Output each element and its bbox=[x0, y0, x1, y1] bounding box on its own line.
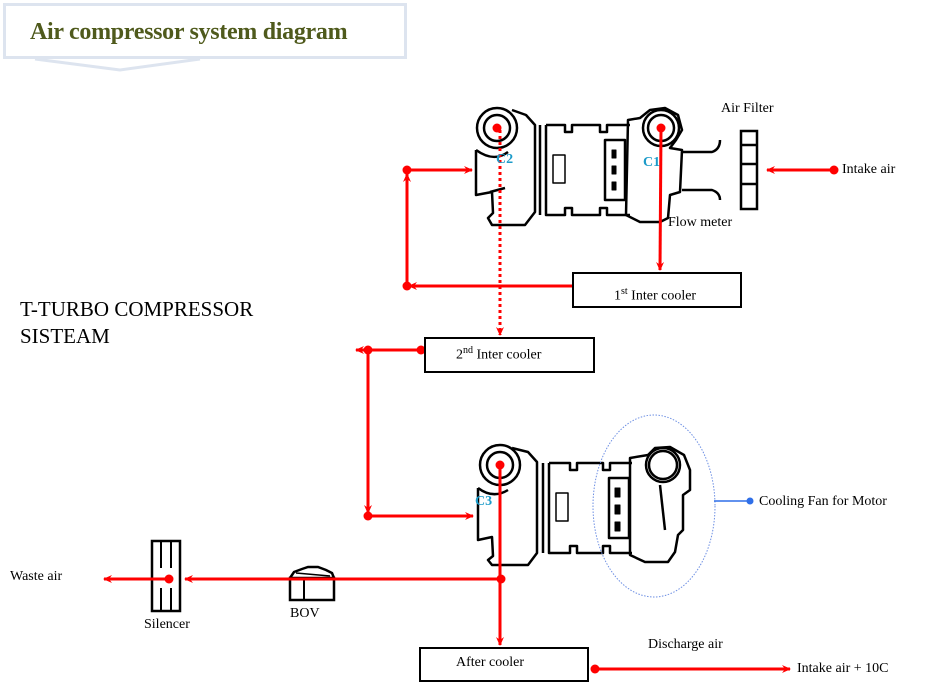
junction-dot bbox=[496, 574, 506, 584]
flow-lines bbox=[103, 127, 834, 673]
junction-dot bbox=[363, 345, 373, 355]
flow-meter-label: Flow meter bbox=[668, 215, 733, 230]
junction-dot bbox=[829, 165, 839, 175]
junction-dot bbox=[656, 123, 666, 133]
motor-body-lower bbox=[541, 461, 632, 555]
compressor-c1-label: C1 bbox=[643, 155, 661, 170]
compressor-c3-label: C3 bbox=[475, 494, 493, 509]
junction-dot bbox=[590, 664, 600, 674]
junction-dot bbox=[164, 574, 174, 584]
compressor-c3-housing bbox=[476, 443, 539, 567]
junction-dot bbox=[363, 511, 373, 521]
discharge-target-label: Intake air + 10C bbox=[797, 661, 889, 676]
compressor-unit-upper bbox=[474, 106, 722, 227]
motor-body-upper bbox=[538, 123, 630, 217]
junction-dot bbox=[416, 345, 426, 355]
discharge-air-label: Discharge air bbox=[648, 637, 723, 652]
compressor-c2-label: C2 bbox=[496, 152, 514, 167]
air-filter-icon bbox=[739, 129, 759, 211]
page-title: Air compressor system diagram bbox=[30, 19, 348, 45]
junction-dot bbox=[495, 460, 505, 470]
cooling-fan-label: Cooling Fan for Motor bbox=[759, 494, 887, 509]
second-inter-cooler-label: 2nd Inter cooler bbox=[456, 345, 542, 363]
bov-icon bbox=[288, 565, 336, 602]
system-label: T-TURBO COMPRESSOR SISTEAM bbox=[20, 296, 253, 350]
cooling-fan-motor-housing bbox=[628, 445, 692, 564]
silencer-label: Silencer bbox=[144, 617, 190, 632]
bov-label: BOV bbox=[290, 606, 320, 621]
second-inter-cooler-box: 2nd Inter cooler bbox=[424, 337, 595, 373]
intake-air-label: Intake air bbox=[842, 162, 896, 177]
first-inter-cooler-label: 1st Inter cooler bbox=[614, 286, 697, 304]
title-callout-pointer bbox=[34, 57, 201, 72]
waste-air-label: Waste air bbox=[10, 569, 63, 584]
junction-dot bbox=[402, 165, 412, 175]
compressor-c1-housing bbox=[624, 106, 722, 224]
junction-dot bbox=[402, 281, 412, 291]
compressor-c2-housing bbox=[474, 106, 537, 227]
first-inter-cooler-box: 1st Inter cooler bbox=[572, 272, 742, 308]
title-callout: Air compressor system diagram bbox=[3, 3, 407, 59]
cooling-fan-highlight bbox=[592, 414, 716, 598]
after-cooler-label: After cooler bbox=[456, 655, 525, 670]
system-label-line1: T-TURBO COMPRESSOR bbox=[20, 297, 254, 321]
system-label-line2: SISTEAM bbox=[20, 324, 110, 348]
flow-c1-to-ic1 bbox=[656, 127, 665, 271]
air-filter-label: Air Filter bbox=[721, 101, 774, 116]
compressor-unit-lower bbox=[476, 443, 692, 567]
cooling-fan-callout bbox=[714, 497, 754, 505]
after-cooler-box: After cooler bbox=[419, 647, 589, 682]
junction-dot bbox=[492, 123, 502, 133]
